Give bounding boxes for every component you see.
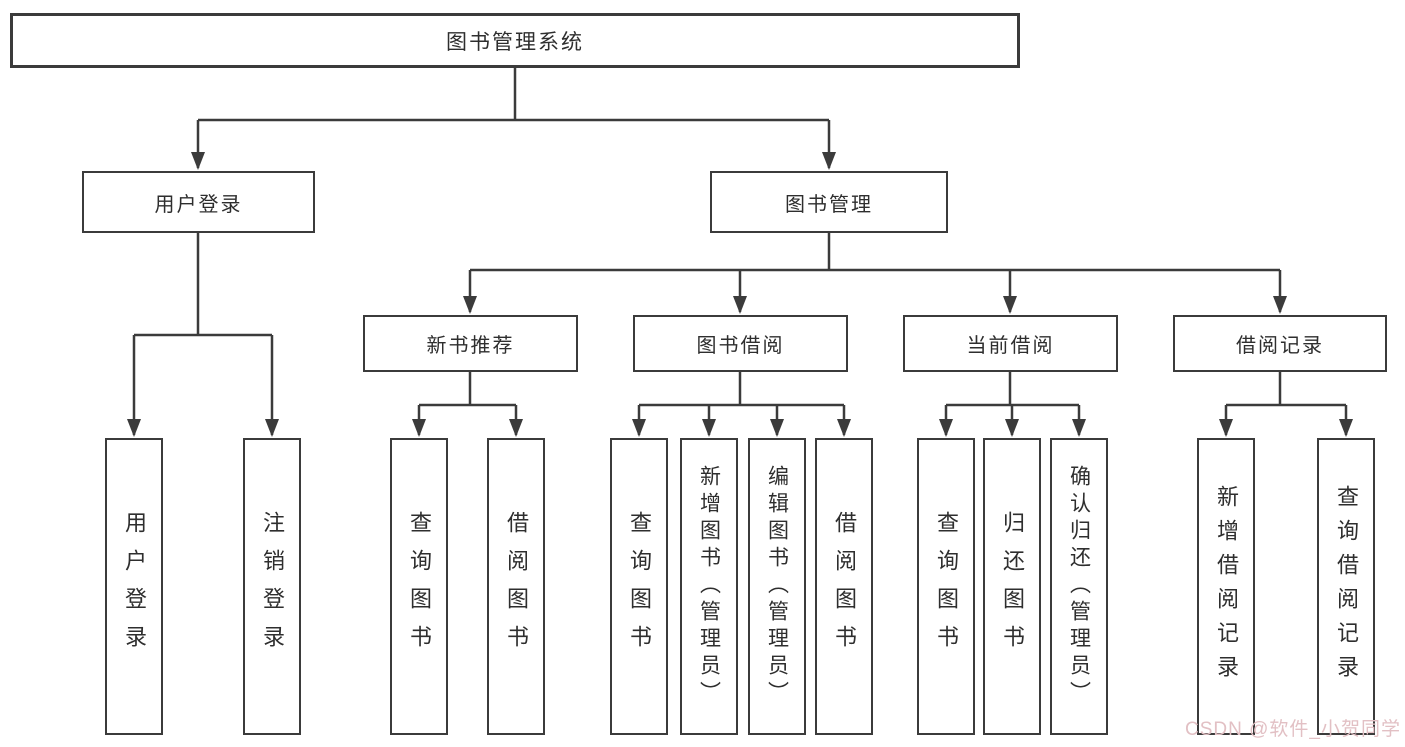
node-leaf-borrow-books: 借阅图书 xyxy=(815,438,873,735)
leaf-label: 注销登录 xyxy=(260,510,285,663)
node-leaf-logout: 注销登录 xyxy=(243,438,301,735)
node-leaf-borrow-books-recommend: 借阅图书 xyxy=(487,438,545,735)
node-user-login-module: 用户登录 xyxy=(82,171,315,233)
leaf-label: 编辑图书（管理员） xyxy=(765,465,789,708)
node-leaf-add-borrow-record: 新增借阅记录 xyxy=(1197,438,1255,735)
node-new-book-recommend: 新书推荐 xyxy=(363,315,578,372)
leaf-label: 借阅图书 xyxy=(504,510,529,663)
node-leaf-query-books-borrowing: 查询图书 xyxy=(610,438,668,735)
node-leaf-query-books-current: 查询图书 xyxy=(917,438,975,735)
node-leaf-edit-books-admin: 编辑图书（管理员） xyxy=(748,438,806,735)
leaf-label: 查询借阅记录 xyxy=(1334,484,1359,689)
leaf-label: 查询图书 xyxy=(934,510,959,663)
node-leaf-confirm-return-admin: 确认归还（管理员） xyxy=(1050,438,1108,735)
leaf-label: 借阅图书 xyxy=(832,510,857,663)
node-leaf-query-books-recommend: 查询图书 xyxy=(390,438,448,735)
leaf-label: 查询图书 xyxy=(627,510,652,663)
leaf-label: 新增借阅记录 xyxy=(1214,484,1239,689)
node-book-borrowing: 图书借阅 xyxy=(633,315,848,372)
node-leaf-return-books: 归还图书 xyxy=(983,438,1041,735)
node-leaf-add-books-admin: 新增图书（管理员） xyxy=(680,438,738,735)
node-book-management-module: 图书管理 xyxy=(710,171,948,233)
leaf-label: 归还图书 xyxy=(1000,510,1025,663)
leaf-label: 确认归还（管理员） xyxy=(1067,465,1091,708)
node-current-borrowing: 当前借阅 xyxy=(903,315,1118,372)
node-leaf-user-login: 用户登录 xyxy=(105,438,163,735)
leaf-label: 用户登录 xyxy=(122,510,147,663)
node-root-system: 图书管理系统 xyxy=(10,13,1020,68)
csdn-watermark: CSDN @软件_小贺同学 xyxy=(1185,719,1401,740)
node-leaf-query-borrow-record: 查询借阅记录 xyxy=(1317,438,1375,735)
leaf-label: 查询图书 xyxy=(407,510,432,663)
leaf-label: 新增图书（管理员） xyxy=(697,465,721,708)
node-borrow-records: 借阅记录 xyxy=(1173,315,1387,372)
